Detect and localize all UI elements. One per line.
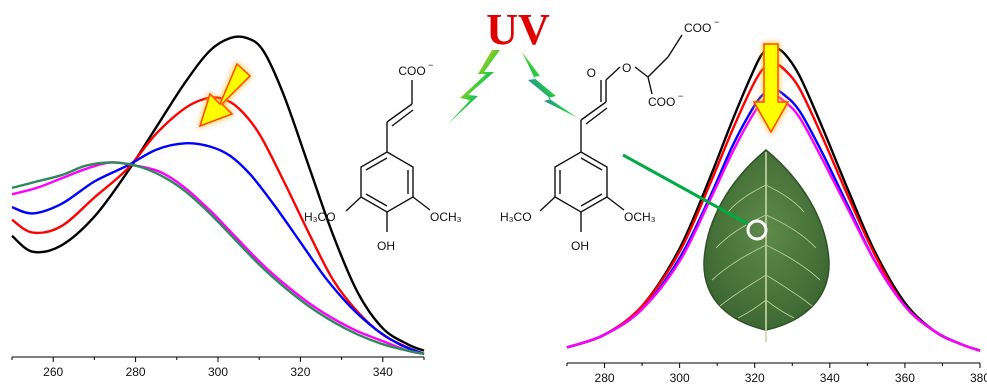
- right-x-tick-label: 280: [595, 371, 615, 385]
- left-absorption-plot: 260 280 300 320 340: [11, 35, 425, 379]
- left-series-line-3: [11, 161, 425, 355]
- left-lightning-bolt-icon: [448, 50, 500, 124]
- left-benzene-ring: [360, 151, 414, 213]
- left-methoxy-left-label: H₃CO: [304, 210, 336, 224]
- right-methoxy-right-label: OCH₃: [624, 210, 656, 224]
- right-ester-oxygen-label: O: [622, 61, 631, 75]
- right-carboxylate-bottom-label: COO: [648, 95, 675, 109]
- right-carboxylate-bottom-charge: −: [678, 91, 683, 101]
- right-carboxylate-top-charge: −: [714, 17, 719, 27]
- right-x-tick-label: 380: [970, 371, 987, 385]
- right-carboxylate-top-label: COO: [684, 21, 711, 35]
- right-methoxy-left-label: H₃CO: [500, 210, 532, 224]
- right-carbonyl-oxygen-label: O: [587, 66, 596, 80]
- left-x-tick-label: 320: [290, 365, 310, 379]
- right-lightning-bolt-icon: [522, 52, 578, 118]
- sinapate-molecule: [345, 80, 431, 232]
- sinapoyl-malate-molecule: [539, 34, 683, 232]
- left-x-tick-label: 280: [126, 365, 146, 379]
- left-hydroxyl-label: OH: [377, 239, 395, 253]
- right-x-ticks: 280 300 320 340 360 380: [566, 363, 987, 385]
- left-series-line-4: [11, 161, 425, 355]
- left-series-line-0: [11, 35, 425, 352]
- right-x-tick-label: 300: [670, 371, 690, 385]
- left-decrease-arrow-icon: [198, 62, 252, 128]
- leaf-veins: [711, 184, 821, 319]
- left-x-tick-label: 300: [208, 365, 228, 379]
- right-x-tick-label: 360: [895, 371, 915, 385]
- leaf-image: [703, 149, 830, 342]
- right-series-line-0: [566, 46, 981, 352]
- left-x-tick-label: 340: [373, 365, 393, 379]
- left-x-ticks: 260 280 300 320 340: [11, 357, 425, 379]
- right-benzene-ring: [554, 151, 608, 213]
- left-x-tick-label: 260: [43, 365, 63, 379]
- left-carboxylate-charge: −: [428, 60, 433, 70]
- uv-title: UV: [486, 5, 550, 54]
- leaf-highlight-circle: [746, 219, 768, 241]
- left-carboxylate-label: COO: [398, 64, 425, 78]
- left-methoxy-right-label: OCH₃: [430, 210, 462, 224]
- right-hydroxyl-label: OH: [571, 239, 589, 253]
- left-series-group: [11, 35, 425, 355]
- left-series-line-2: [11, 141, 425, 355]
- right-decrease-arrow-icon: [752, 43, 790, 134]
- pointer-line: [622, 153, 749, 226]
- right-x-tick-label: 340: [820, 371, 840, 385]
- left-series-line-1: [11, 96, 425, 355]
- right-x-tick-label: 320: [745, 371, 765, 385]
